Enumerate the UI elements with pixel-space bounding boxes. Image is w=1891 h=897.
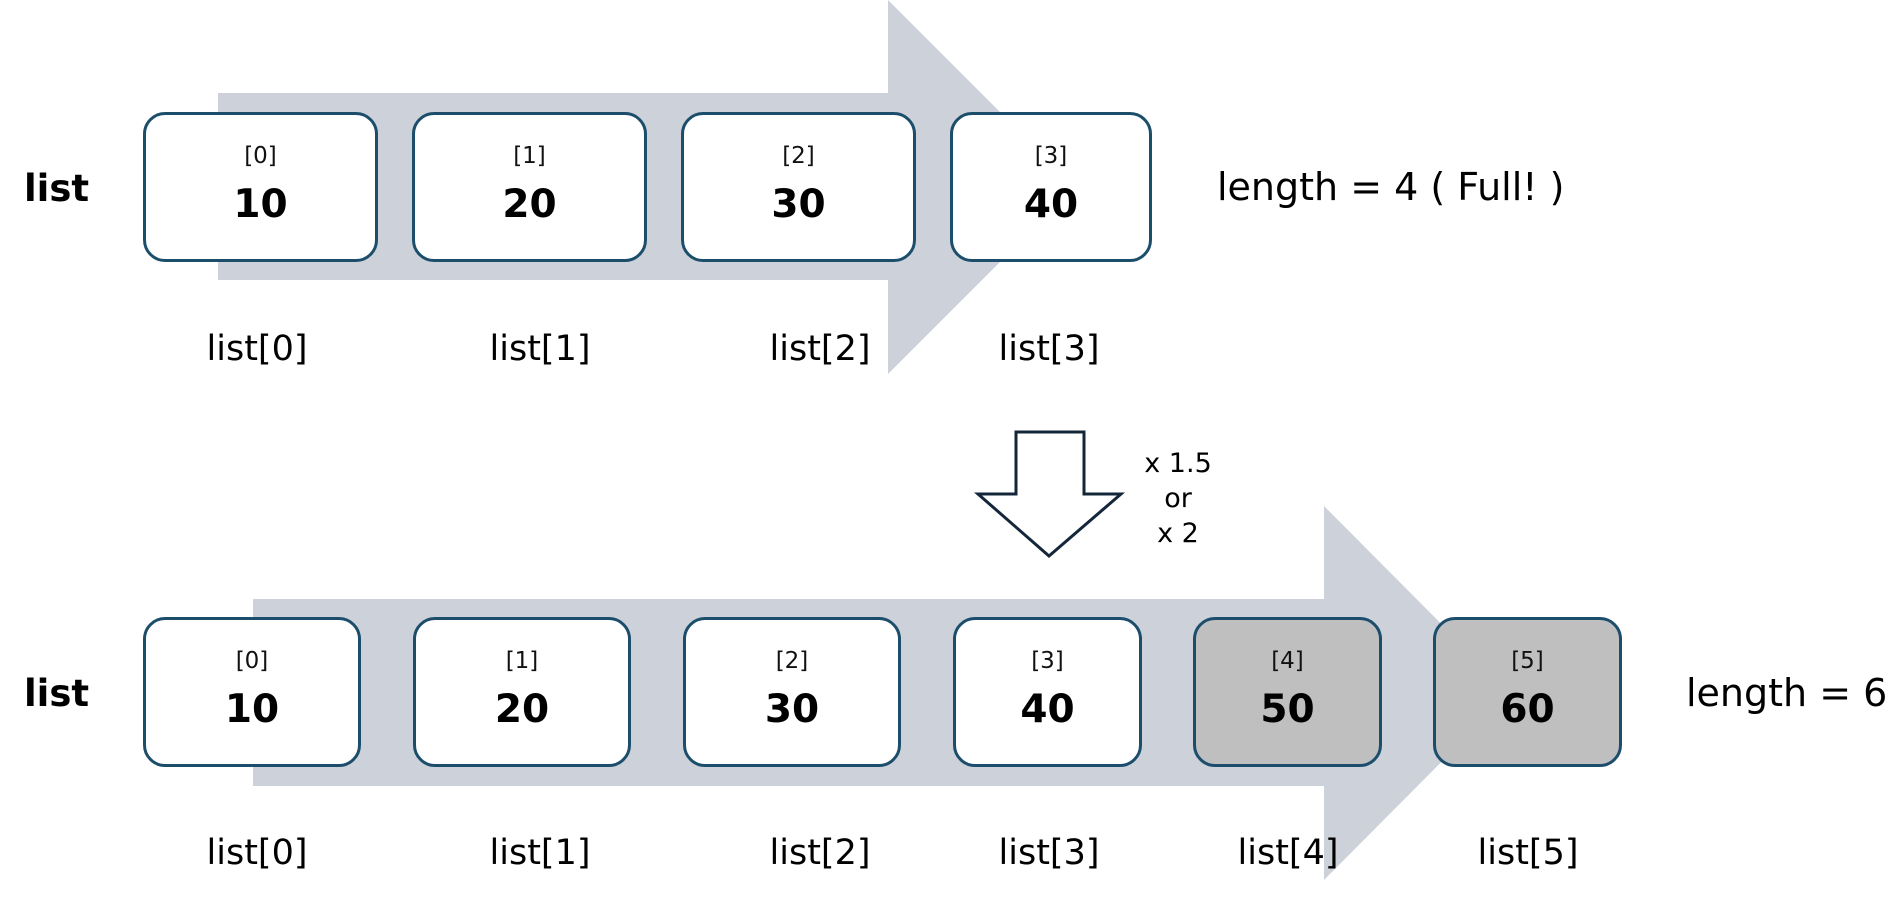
cell-index: [4]: [1271, 648, 1304, 674]
cell-value: 20: [494, 687, 550, 732]
array-cell-after-2: [2] 30: [683, 617, 901, 767]
array-cell-after-5-new: [5] 60: [1433, 617, 1622, 767]
cell-index: [2]: [775, 648, 809, 674]
factor-line-2: or: [1164, 483, 1192, 514]
access-label-before-0: list[0]: [206, 329, 308, 369]
cell-value: 40: [1020, 687, 1075, 732]
cell-index: [1]: [505, 648, 539, 674]
cell-value: 20: [502, 182, 557, 227]
array-cell-before-2: [2] 30: [681, 112, 916, 262]
access-label-after-2: list[2]: [769, 833, 871, 873]
access-label-after-3: list[3]: [998, 833, 1100, 873]
cell-index: [0]: [244, 143, 277, 169]
cell-value: 50: [1260, 687, 1315, 732]
array-cell-after-0: [0] 10: [143, 617, 361, 767]
cell-value: 10: [224, 687, 280, 732]
list-label-after: list: [24, 672, 90, 715]
access-label-after-0: list[0]: [206, 833, 308, 873]
access-label-before-2: list[2]: [769, 329, 871, 369]
access-label-after-1: list[1]: [489, 833, 591, 873]
cell-index: [0]: [235, 648, 269, 674]
access-label-after-5: list[5]: [1477, 833, 1579, 873]
cell-index: [1]: [513, 143, 546, 169]
length-note-after: length = 6: [1686, 671, 1888, 715]
cell-index: [5]: [1511, 648, 1544, 674]
factor-line-1: x 1.5: [1144, 448, 1212, 479]
access-label-after-4: list[4]: [1237, 833, 1339, 873]
factor-line-3: x 2: [1157, 518, 1199, 549]
access-label-before-1: list[1]: [489, 329, 591, 369]
cell-value: 30: [764, 687, 820, 732]
array-cell-after-4-new: [4] 50: [1193, 617, 1382, 767]
resize-factor: x 1.5 or x 2: [1138, 446, 1218, 551]
cell-index: [3]: [1034, 143, 1068, 169]
resize-down-arrow-icon: [974, 430, 1126, 558]
access-label-before-3: list[3]: [998, 329, 1100, 369]
length-note-before: length = 4 ( Full! ): [1217, 165, 1565, 209]
cell-value: 60: [1500, 687, 1555, 732]
array-cell-after-1: [1] 20: [413, 617, 631, 767]
cell-value: 30: [771, 182, 826, 227]
array-cell-before-0: [0] 10: [143, 112, 378, 262]
cell-value: 10: [233, 182, 288, 227]
array-cell-before-3: [3] 40: [950, 112, 1152, 262]
array-cell-before-1: [1] 20: [412, 112, 647, 262]
cell-value: 40: [1023, 182, 1079, 227]
cell-index: [2]: [782, 143, 815, 169]
list-label-before: list: [24, 167, 90, 210]
array-cell-after-3: [3] 40: [953, 617, 1142, 767]
cell-index: [3]: [1031, 648, 1064, 674]
